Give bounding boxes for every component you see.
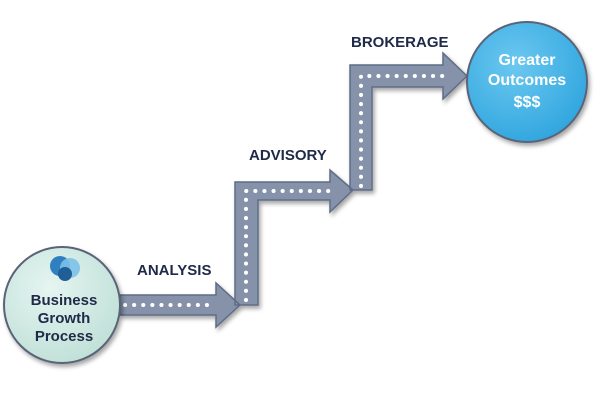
end-node: Greater Outcomes $$$ <box>466 21 588 143</box>
end-node-line-3: $$$ <box>514 94 541 111</box>
arrow-dots-segment-3 <box>359 74 452 188</box>
step-label-brokerage: BROKERAGE <box>351 34 449 51</box>
start-node: Business Growth Process <box>3 246 121 364</box>
step-label-analysis: ANALYSIS <box>137 262 211 279</box>
business-logo-icon <box>50 256 80 281</box>
start-node-line-1: Business <box>31 292 98 309</box>
step-label-advisory: ADVISORY <box>249 147 327 164</box>
arrow-dots <box>123 74 452 307</box>
start-node-line-3: Process <box>35 328 93 345</box>
end-node-line-2: Outcomes <box>488 72 566 89</box>
end-node-line-1: Greater <box>499 52 556 69</box>
arrow-dots-segment-2 <box>244 189 337 302</box>
end-node-circle <box>466 21 588 143</box>
start-node-circle <box>3 246 121 364</box>
start-node-line-2: Growth <box>38 310 91 327</box>
